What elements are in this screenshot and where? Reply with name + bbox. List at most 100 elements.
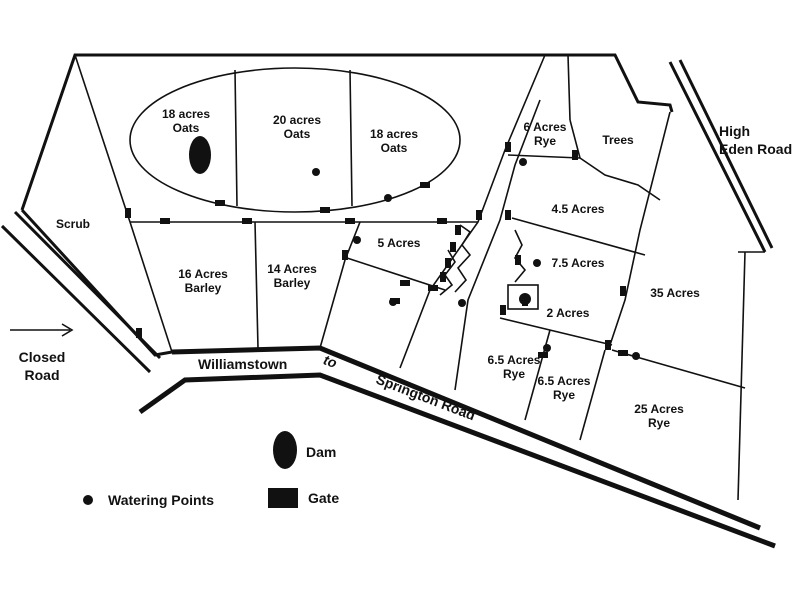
watering-point-icon [533,259,541,267]
gate-icon [476,210,482,220]
gate-icon [455,225,461,235]
gate-icon [620,286,626,296]
label-barley-16-area: 16 Acres [178,267,228,281]
legend-dam-label: Dam [306,444,336,460]
label-acres-5: 5 Acres [378,236,421,250]
label-barley-14-crop: Barley [274,276,311,290]
watering-point-icon [519,158,527,166]
label-williamstown: Williamstown [198,356,287,372]
label-acres-2: 2 Acres [547,306,590,320]
watering-point-icon [519,293,531,305]
gate-icon [242,218,252,224]
gate-icon [342,250,348,260]
watering-point-icon [384,194,392,202]
legend: Dam Watering Points Gate [83,431,339,508]
north-boundary [20,53,674,211]
gate-icon [515,255,521,265]
label-oats-18-left-crop: Oats [173,121,200,135]
closed-road-arrow-icon [10,323,74,337]
fence-rye6-south [507,154,581,159]
gate-icon [215,200,225,206]
label-rye-6-crop: Rye [534,134,556,148]
watering-point-icon [543,344,551,352]
label-scrub: Scrub [56,217,90,231]
watering-point-icon [632,352,640,360]
legend-watering-points-label: Watering Points [108,492,214,508]
watering-point-icon [312,168,320,176]
gate-icon [125,208,131,218]
label-rye-6-5-left-crop: Rye [503,367,525,381]
label-to: to [321,351,339,371]
legend-gate-label: Gate [308,490,339,506]
label-rye-6-5-right-area: 6.5 Acres [538,374,591,388]
label-acres-7-5: 7.5 Acres [552,256,605,270]
label-high-eden-road-1: High [719,123,750,139]
gate-icon [437,218,447,224]
central-lane-east [454,99,541,391]
watering-point-icon [458,299,466,307]
legend-gate-icon [268,488,298,508]
fence-35-west [609,111,671,346]
label-acres-35: 35 Acres [650,286,700,300]
gate-icon [345,218,355,224]
gate-icon [500,305,506,315]
gate-icon [445,258,451,268]
label-rye-6-area: 6 Acres [524,120,567,134]
label-oats-18-left-area: 18 acres [162,107,210,121]
gate-icon [136,328,142,338]
label-rye-25-area: 25 Acres [634,402,684,416]
label-barley-14-area: 14 Acres [267,262,317,276]
gate-icon [160,218,170,224]
west-boundary [20,208,173,357]
fence-65-east [579,349,606,441]
small-yard [507,284,539,310]
label-oats-20-area: 20 acres [273,113,321,127]
gate-icon [505,210,511,220]
fence-2-south [499,317,613,346]
label-barley-16-crop: Barley [185,281,222,295]
gate-icon [450,242,456,252]
gate-icon [505,142,511,152]
fences [74,54,746,441]
gate-icon [400,280,410,286]
label-trees: Trees [602,133,634,147]
gate-icon [420,182,430,188]
closed-road-line-b [0,224,152,374]
oats-divider-left [234,69,238,207]
gate-icon [605,340,611,350]
legend-dam-icon [273,431,297,469]
central-lane-west [399,54,546,369]
gate-icon [572,150,578,160]
fence-rye6-trees [569,119,581,159]
scrub-fence [74,54,131,223]
high-eden-road-line-b [678,59,774,249]
label-closed-road-1: Closed [19,349,66,365]
gate-icon [618,350,628,356]
road-labels: High Eden Road Closed Road Williamstown … [19,123,792,423]
fence-45-south [511,217,646,256]
label-oats-18-right-crop: Oats [381,141,408,155]
label-high-eden-road-2: Eden Road [719,141,792,157]
watering-point-icon [389,298,397,306]
oats-ellipse [129,67,461,213]
dam-icon [189,136,211,174]
property-boundary [20,53,765,501]
label-oats-18-right-area: 18 acres [370,127,418,141]
barley-west-fence [129,221,173,353]
east-boundary [737,251,746,501]
fence-25-north [611,349,746,389]
gate-icon [440,272,446,282]
barley-divider [254,221,259,349]
label-rye-25-crop: Rye [648,416,670,430]
gate-icon [320,207,330,213]
fence-trees-south [579,157,661,201]
main-road-south-edge [138,372,776,549]
watering-points [312,158,640,360]
gate-icon [538,352,548,358]
gates [125,142,628,358]
gate-icon [428,285,438,291]
label-oats-20-crop: Oats [284,127,311,141]
label-rye-6-5-left-area: 6.5 Acres [488,353,541,367]
fence-rye6-trees-top [567,54,571,121]
